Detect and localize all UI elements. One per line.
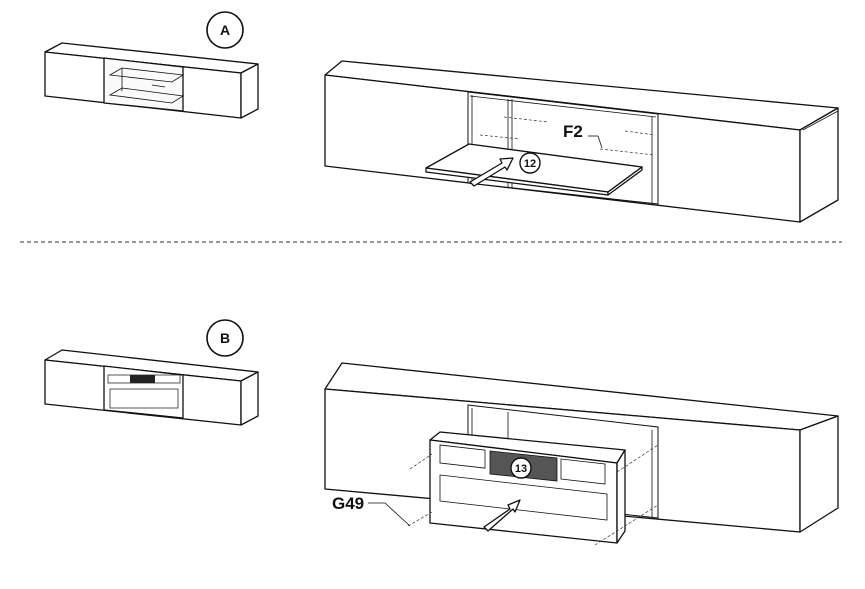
cabinet-shelf-step: 12 F2 xyxy=(324,60,839,223)
variant-b-badge: B xyxy=(206,319,244,357)
variant-a-thumbnail xyxy=(44,42,259,119)
variant-a-badge: A xyxy=(206,11,244,49)
badge-a-text: A xyxy=(220,22,230,38)
variant-b-thumbnail xyxy=(44,349,259,426)
insert-arrow-icon xyxy=(483,499,521,532)
badge-b-text: B xyxy=(220,330,230,346)
step-13-number: 13 xyxy=(515,463,527,475)
part-label-f2: F2 xyxy=(563,122,583,141)
cabinet-panel-step: 13 G49 xyxy=(324,362,839,546)
part-label-g49: G49 xyxy=(332,494,364,513)
step-12-number: 12 xyxy=(524,158,536,170)
insert-arrow-icon xyxy=(469,157,514,187)
